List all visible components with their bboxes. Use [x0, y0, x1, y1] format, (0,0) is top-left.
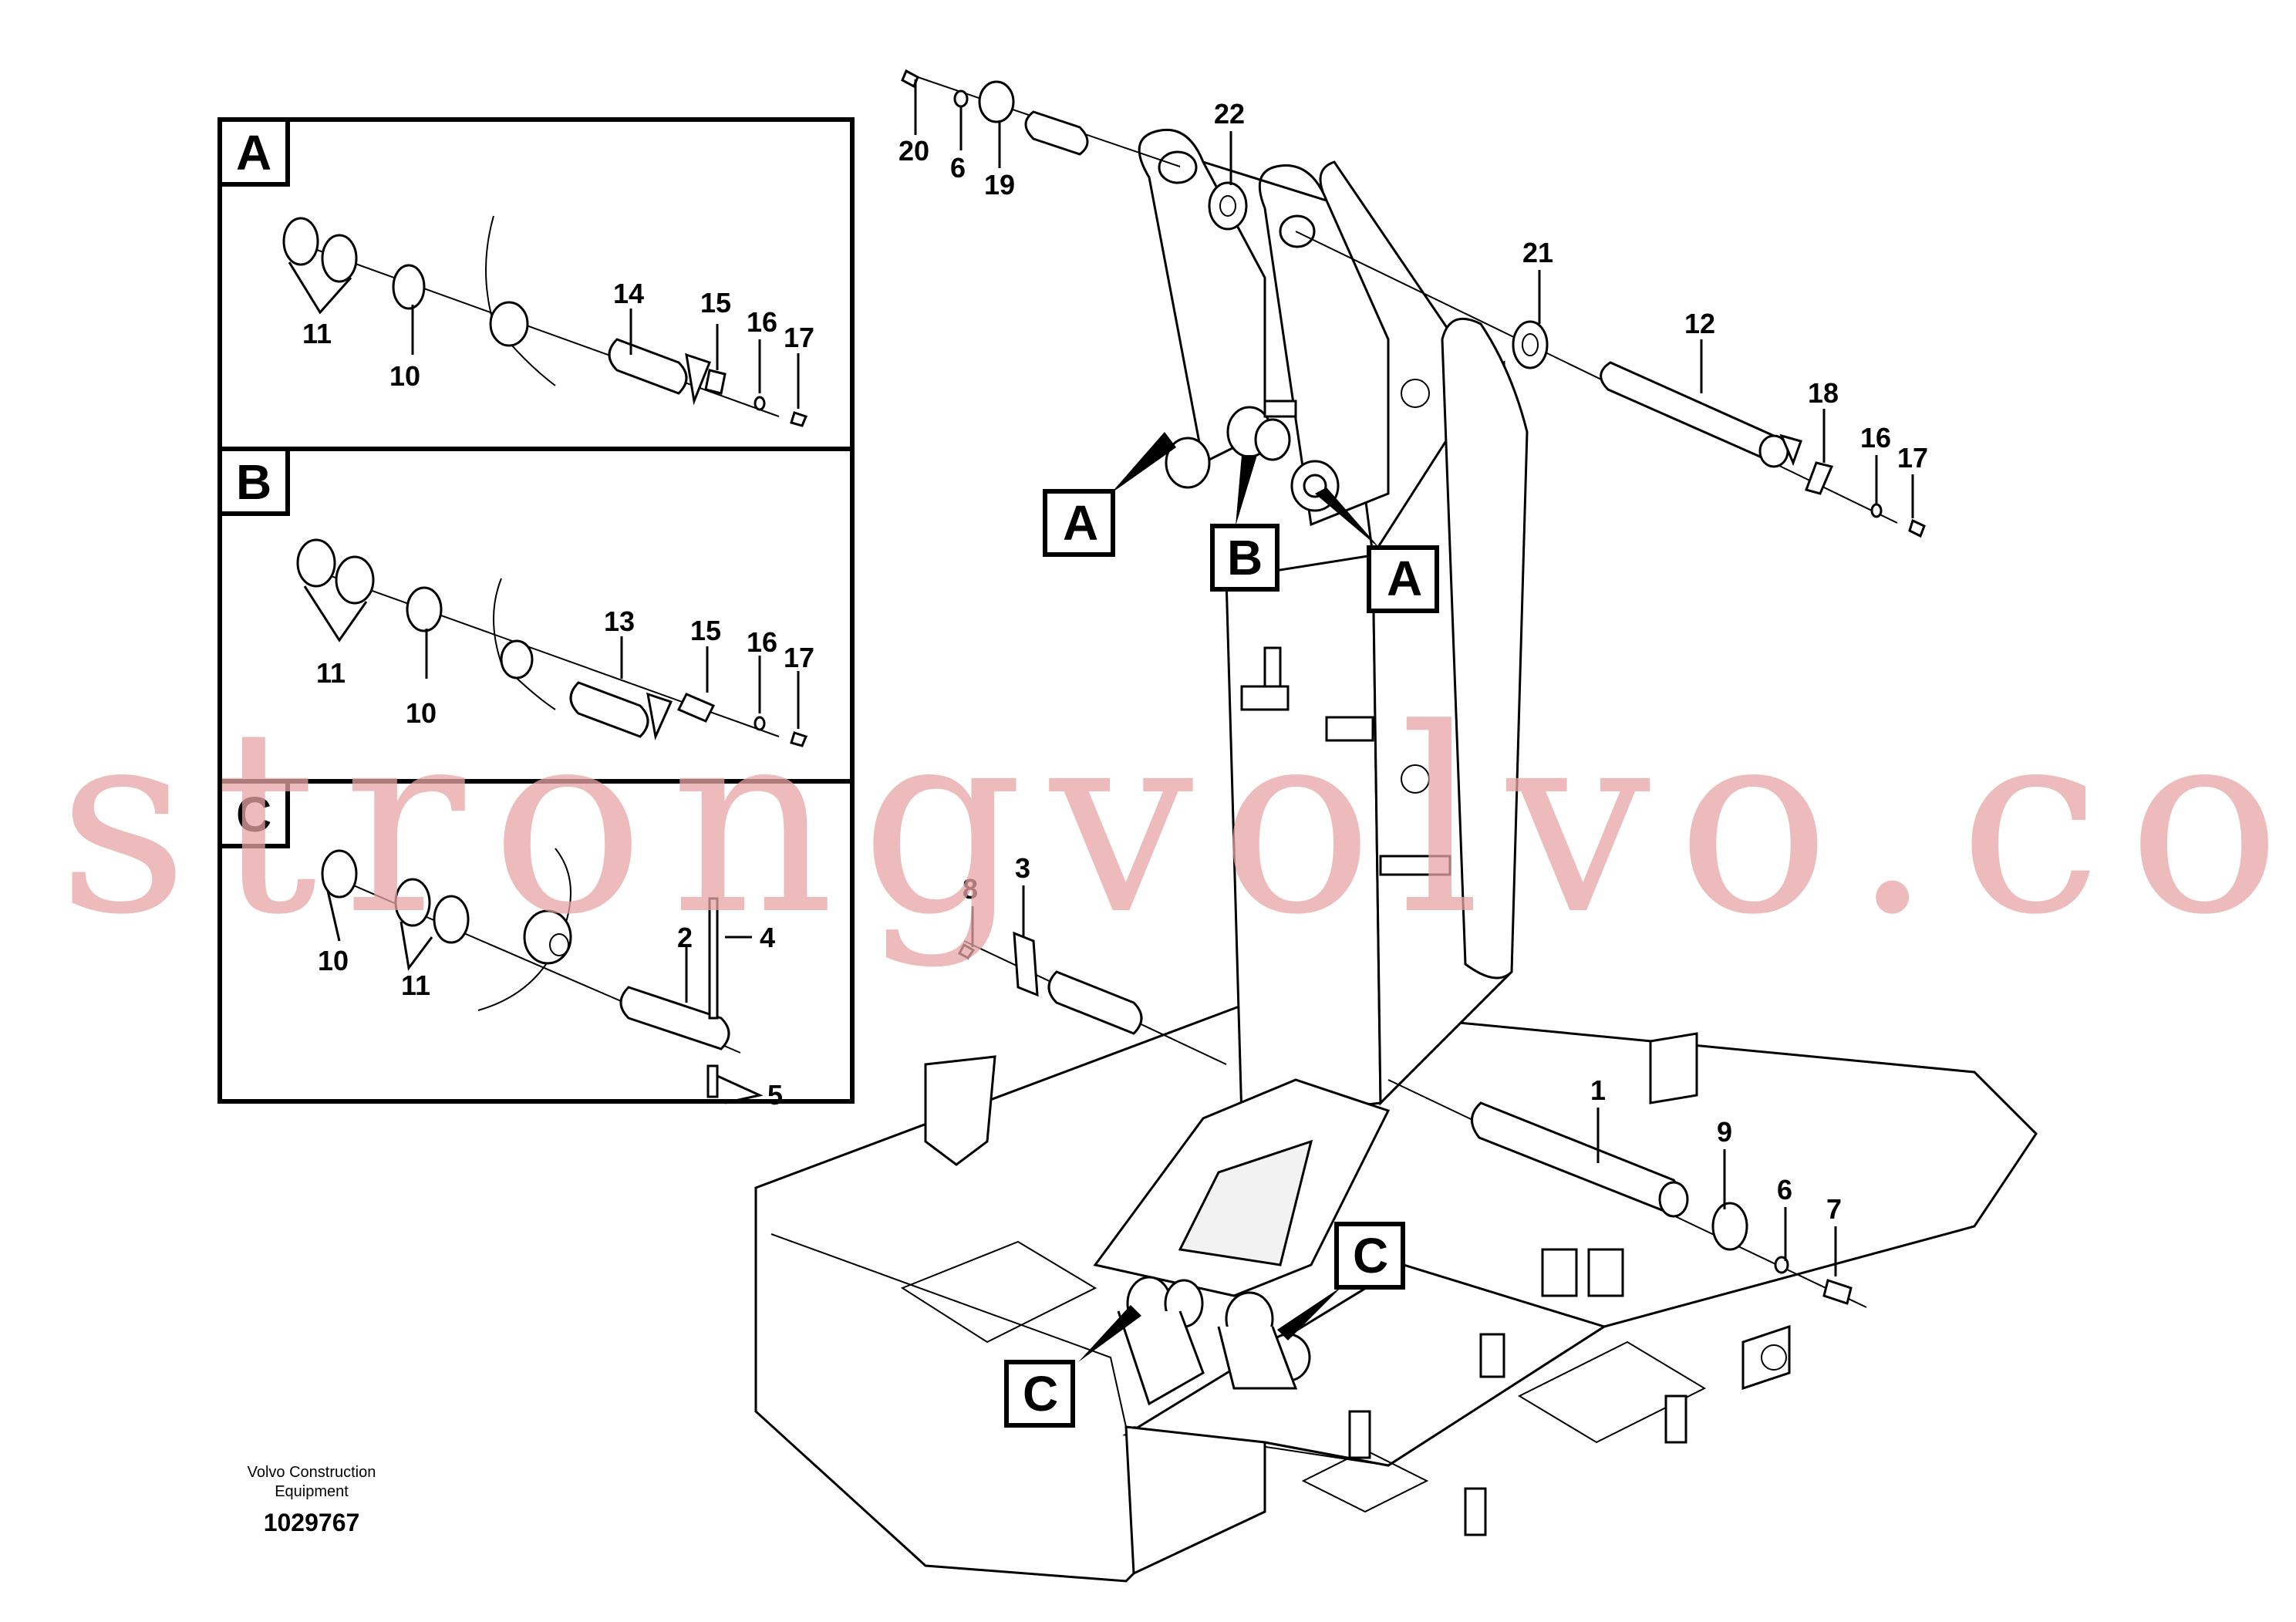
main-exploded-parts: [901, 69, 1926, 1308]
label-1: 1: [1590, 1074, 1606, 1106]
callout-b: B: [1210, 455, 1279, 592]
callout-c-right: C: [1277, 1222, 1405, 1340]
callout-c-left: C: [1004, 1305, 1141, 1428]
svg-text:A: A: [1387, 551, 1422, 606]
panel-b-label-10: 10: [406, 697, 437, 729]
label-19: 19: [984, 169, 1015, 201]
svg-text:A: A: [1063, 495, 1098, 551]
label-17: 17: [1897, 442, 1928, 474]
svg-text:C: C: [236, 787, 271, 842]
detail-panel-b: B 11 10 13 15 16 17: [217, 447, 814, 747]
detail-panel-c: C 10 11 2 4 5: [217, 779, 783, 1111]
label-12: 12: [1684, 308, 1715, 339]
svg-text:B: B: [236, 454, 271, 510]
panel-b-label-17: 17: [784, 642, 814, 673]
panel-c-label-10: 10: [318, 945, 349, 976]
panel-a-label-17: 17: [784, 322, 814, 353]
boom: [1093, 128, 1529, 1406]
svg-text:C: C: [1023, 1366, 1058, 1421]
callout-a-right: A: [1315, 487, 1439, 613]
detail-panels: [217, 117, 855, 1104]
panel-c-label-2: 2: [677, 922, 693, 953]
label-7: 7: [1826, 1193, 1842, 1225]
panel-b-label-13: 13: [604, 605, 635, 637]
label-9: 9: [1717, 1116, 1732, 1148]
detail-panel-a: A 11 10 14 15 16 17: [217, 117, 814, 427]
label-20: 20: [899, 135, 929, 167]
main-leader-lines: [914, 79, 1914, 1276]
label-3: 3: [1015, 852, 1030, 884]
main-labels: 20 6 19 22 21 12 18 16 17 8 3 1 9 6 7: [899, 98, 1928, 1225]
label-16: 16: [1860, 422, 1891, 454]
svg-text:A: A: [236, 125, 271, 180]
svg-text:C: C: [1353, 1228, 1388, 1283]
panel-c-label-5: 5: [767, 1079, 783, 1111]
watermark: strongvolvo.com: [58, 674, 2296, 970]
label-21: 21: [1522, 237, 1553, 268]
company-name-line1: Volvo Construction: [248, 1464, 376, 1481]
base-frame: [754, 1001, 2038, 1583]
panel-b-label-16: 16: [747, 626, 777, 658]
company-name-line2: Equipment: [275, 1483, 349, 1500]
svg-text:B: B: [1227, 530, 1263, 585]
footer: Volvo Construction Equipment 1029767: [248, 1464, 376, 1536]
label-18: 18: [1808, 377, 1839, 409]
drawing-number: 1029767: [264, 1509, 360, 1536]
panel-a-label-16: 16: [747, 306, 777, 338]
callout-a-left: A: [1043, 432, 1176, 557]
label-6-top: 6: [950, 152, 966, 184]
panel-b-label-15: 15: [690, 615, 721, 646]
panel-a-label-15: 15: [700, 287, 731, 319]
label-22: 22: [1214, 98, 1245, 130]
panel-c-label-11: 11: [401, 969, 430, 1001]
panel-a-label-11: 11: [302, 318, 332, 349]
panel-c-label-4: 4: [760, 922, 775, 953]
panel-a-label-14: 14: [613, 278, 644, 309]
panel-a-label-10: 10: [389, 360, 420, 392]
panel-b-label-11: 11: [316, 657, 346, 689]
label-8: 8: [963, 873, 978, 905]
label-6-bottom: 6: [1777, 1174, 1792, 1206]
